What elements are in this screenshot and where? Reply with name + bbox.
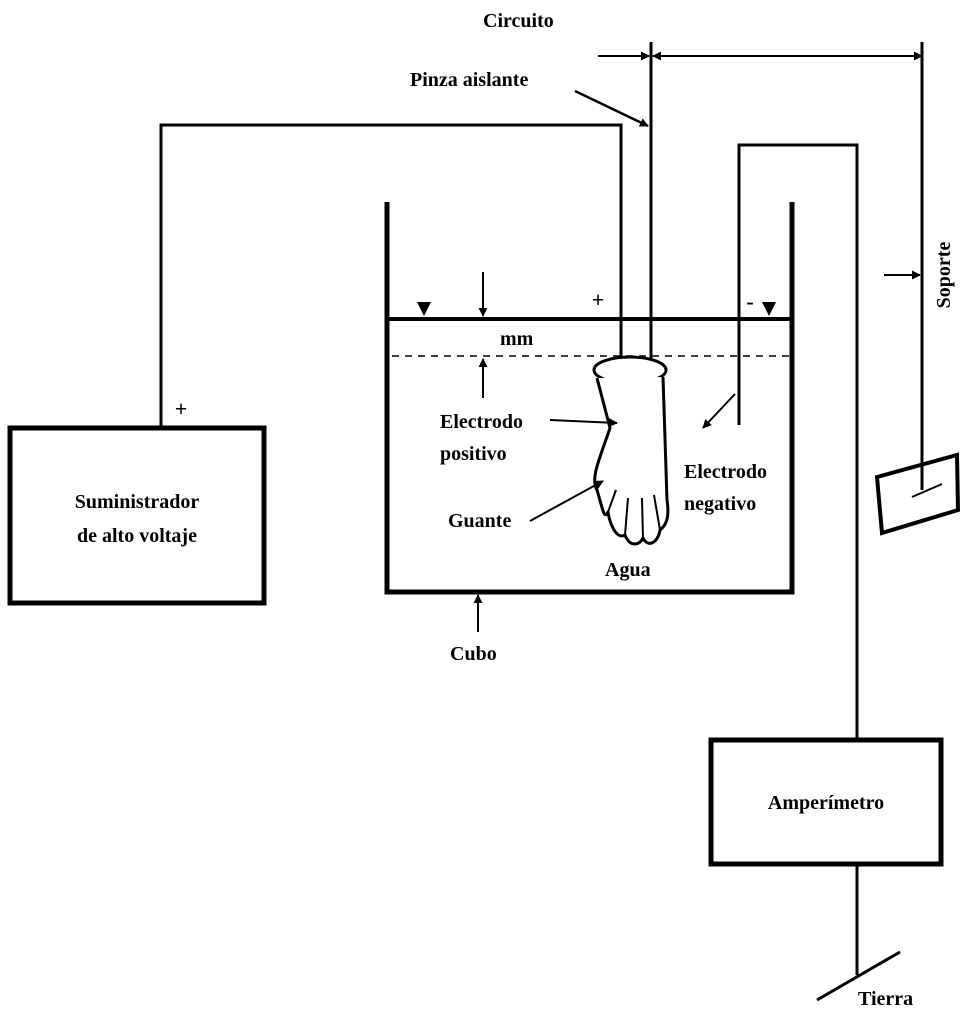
positive-electrode-arrow [549, 418, 618, 428]
glove-label: Guante [448, 510, 511, 532]
negative-electrode-label-line1: Electrodo [684, 461, 767, 483]
support-plate-mark [911, 483, 943, 498]
insulating-clamp-label: Pinza aislante [410, 69, 528, 91]
water-level-marker-left [417, 302, 431, 316]
bucket-label: Cubo [450, 643, 497, 665]
support-plate [874, 452, 961, 536]
glove-arrow [529, 480, 604, 522]
high-voltage-supply-box [7, 425, 267, 606]
negative-electrode-label-line2: negativo [684, 493, 756, 515]
ammeter-box [708, 737, 944, 867]
circuit-label: Circuito [483, 10, 554, 32]
negative-electrode-arrow [702, 393, 736, 429]
water-level-marker-right [762, 302, 776, 316]
positive-electrode-label-line1: Electrodo [440, 411, 523, 433]
ground-symbol [816, 950, 901, 1002]
ground-label: Tierra [858, 988, 913, 1010]
bucket [384, 202, 795, 595]
glove [592, 355, 670, 546]
supply-plus-sign: + [175, 396, 188, 421]
ammeter-label: Amperímetro [768, 792, 884, 814]
water-label: Agua [605, 559, 651, 581]
mm-label: mm [500, 328, 534, 350]
supply-label-line1: Suministrador [75, 491, 200, 513]
support-label: Soporte [933, 242, 955, 309]
positive-electrode-label-line2: positivo [440, 443, 507, 465]
bath-minus-sign: - [746, 289, 753, 314]
supply-label-line2: de alto voltaje [77, 525, 197, 547]
negative-return-wire [737, 143, 859, 740]
insulating-clamp-arrow [574, 89, 649, 128]
positive-supply-wire [159, 123, 623, 428]
bath-plus-sign: + [592, 287, 605, 312]
